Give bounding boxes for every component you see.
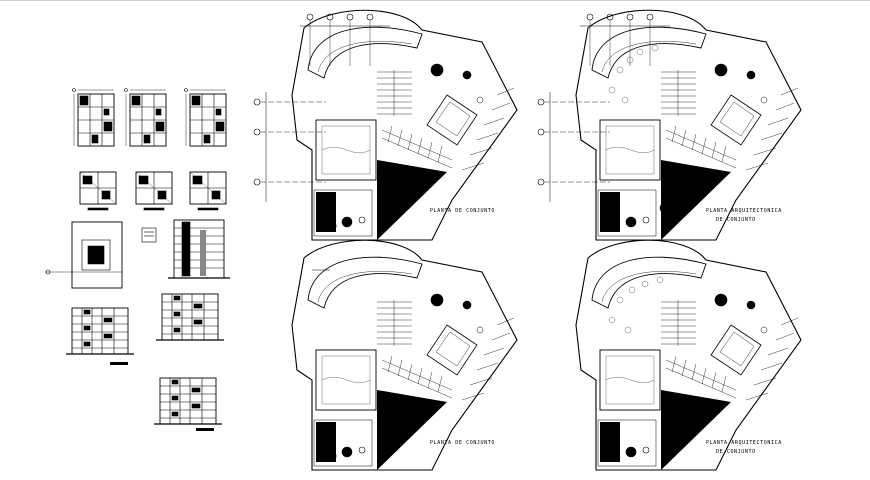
title-site-plan-2-line1: PLANTA ARQUITECTONICA [706,208,782,214]
apartment-plan-3 [189,171,227,211]
sheet-top-border [0,0,870,1]
site-plan-bottom-left [291,239,518,471]
apartment-plan-1 [79,171,117,211]
site-plan-top-right [537,9,802,241]
title-site-plan-4-line2: DE CONJUNTO [716,449,756,455]
scale-bar [110,362,128,365]
title-site-plan-4-line1: PLANTA ARQUITECTONICA [706,440,782,446]
elevation-1 [65,307,135,355]
title-site-plan-3: PLANTA DE CONJUNTO [430,440,495,446]
site-plan-top-left [253,9,518,241]
floor-plan-1 [72,88,115,147]
elevation-2 [155,293,225,341]
site-plan-bottom-right [575,239,802,471]
apartment-plan-2 [135,171,173,211]
floor-plan-2 [124,88,167,147]
title-site-plan-2-line2: DE CONJUNTO [716,217,756,223]
scale-bar [196,428,214,431]
title-site-plan-1: PLANTA DE CONJUNTO [430,208,495,214]
floor-plan-3 [184,88,227,147]
building-section [168,219,230,279]
elevation-3 [153,377,223,425]
location-plan [45,221,157,289]
